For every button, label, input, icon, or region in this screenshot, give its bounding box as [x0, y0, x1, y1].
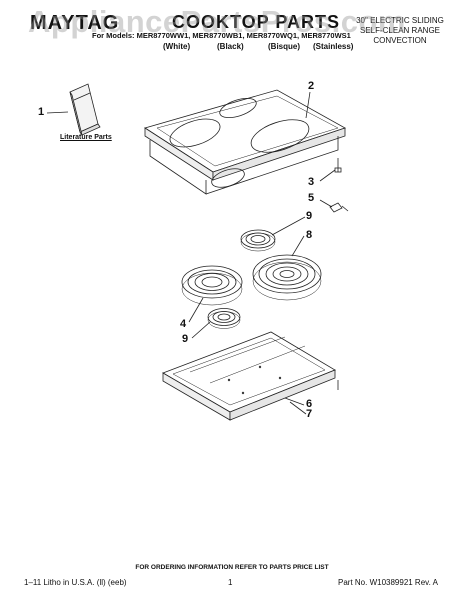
page-number: 1 — [228, 578, 233, 587]
note-line: SELF-CLEAN RANGE — [359, 26, 441, 35]
callout-8: 8 — [306, 229, 313, 241]
litho-text: 1–11 Litho in U.S.A. (ll) (eeb) — [24, 578, 127, 587]
callout-9-lower: 9 — [182, 333, 189, 345]
callout-7: 7 — [306, 408, 313, 420]
model-list: For Models: MER8770WW1, MER8770WB1, MER8… — [92, 31, 351, 40]
part-number: Part No. W10389921 Rev. A — [338, 578, 438, 587]
callout-3: 3 — [308, 176, 315, 188]
callout-1: 1 — [38, 106, 45, 118]
callout-9: 9 — [306, 210, 313, 222]
page-title: COOKTOP PARTS — [172, 12, 341, 32]
literature-booklet — [69, 83, 101, 136]
color-black: (Black) — [217, 42, 244, 51]
large-surface-element — [252, 254, 322, 301]
callout-6: 6 — [306, 398, 313, 410]
color-white: (White) — [163, 42, 191, 51]
callout-5: 5 — [308, 192, 315, 204]
small-surface-element — [240, 229, 276, 252]
brand-logo: MAYTAG — [30, 12, 120, 34]
ordering-note: FOR ORDERING INFORMATION REFER TO PARTS … — [135, 564, 329, 571]
range-description: 30" ELECTRIC SLIDING SELF-CLEAN RANGE CO… — [350, 16, 450, 46]
leader-lines — [46, 91, 336, 415]
medium-surface-element — [181, 265, 243, 306]
burner-box — [162, 331, 339, 421]
color-bisque: (Bisque) — [268, 42, 300, 51]
callout-4: 4 — [180, 318, 187, 330]
screw-part — [334, 158, 342, 173]
color-stainless: (Stainless) — [313, 42, 354, 51]
watermark: AppliancePartsPros.com — [28, 4, 406, 39]
note-line: 30" ELECTRIC SLIDING — [356, 16, 444, 25]
note-line: CONVECTION — [373, 36, 427, 45]
bracket-part — [329, 202, 349, 213]
literature-parts-label: Literature Parts — [60, 134, 112, 141]
callout-2: 2 — [308, 80, 315, 92]
small-surface-element-lower — [207, 308, 241, 329]
cooktop-glass — [144, 89, 346, 195]
